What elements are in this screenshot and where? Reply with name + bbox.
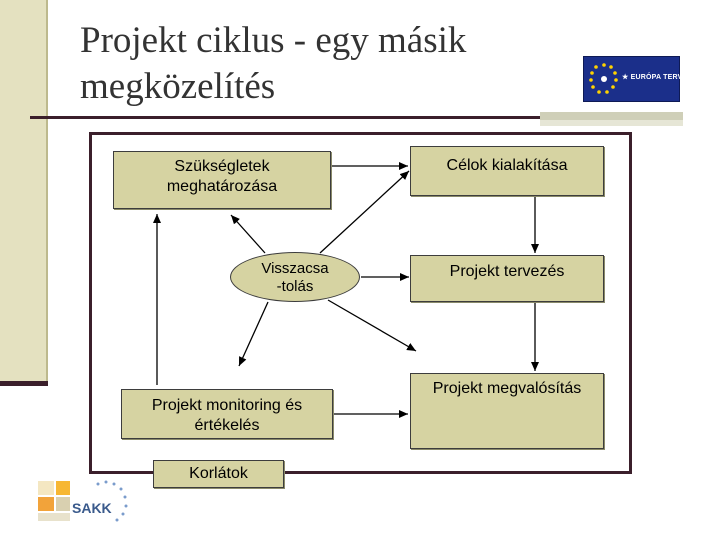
slide-title-line1: Projekt ciklus - egy másik (80, 20, 467, 61)
arrow-feedback-szuksegletek (230, 214, 266, 254)
left-decor-bar (0, 0, 48, 383)
box-megvalositas-label: Projekt megvalósítás (432, 380, 582, 397)
box-szuksegletek-line1: Szükségletek (174, 158, 270, 175)
ellipse-visszacsatolas-line2: -tolás (276, 278, 314, 295)
title-underline (30, 116, 540, 119)
arrow-feedback-megvalositas (327, 299, 417, 352)
box-tervezes-label: Projekt tervezés (449, 263, 565, 280)
title-underline-accent (540, 112, 683, 120)
box-monitoring-line2: értékelés (194, 417, 260, 434)
europa-terv-logo: ★ EURÓPA TERV (583, 56, 683, 102)
arrow-feedback-monitoring (238, 301, 269, 367)
eu-logo-text: ★ EURÓPA TERV (622, 74, 683, 81)
box-tervezes: Projekt tervezés (410, 255, 604, 302)
title-underline-accent-light (540, 120, 683, 126)
box-korlatok-label: Korlátok (189, 465, 248, 482)
ellipse-visszacsatolas: Visszacsa -tolás (230, 252, 360, 302)
left-decor-bar-foot (0, 381, 48, 386)
eu-stars-icon (589, 63, 618, 94)
sakk-logo-text: SAKK (72, 500, 112, 516)
slide-title-line2: megközelítés (80, 66, 276, 107)
box-szuksegletek: Szükségletek meghatározása (113, 151, 331, 209)
ellipse-visszacsatolas-line1: Visszacsa (261, 260, 329, 277)
arrow-feedback-celok (319, 170, 410, 254)
box-korlatok: Korlátok (153, 460, 284, 488)
slide-title: Projekt ciklus - egy másik megközelítés (80, 18, 550, 110)
box-megvalositas: Projekt megvalósítás (410, 373, 604, 449)
sakk-logo: SAKK (36, 478, 132, 524)
box-celok: Célok kialakítása (410, 146, 604, 196)
box-monitoring: Projekt monitoring és értékelés (121, 389, 333, 439)
box-monitoring-line1: Projekt monitoring és (151, 397, 303, 414)
sakk-mosaic-icon (38, 480, 128, 522)
box-celok-label: Célok kialakítása (446, 157, 568, 174)
box-szuksegletek-line2: meghatározása (166, 178, 278, 195)
